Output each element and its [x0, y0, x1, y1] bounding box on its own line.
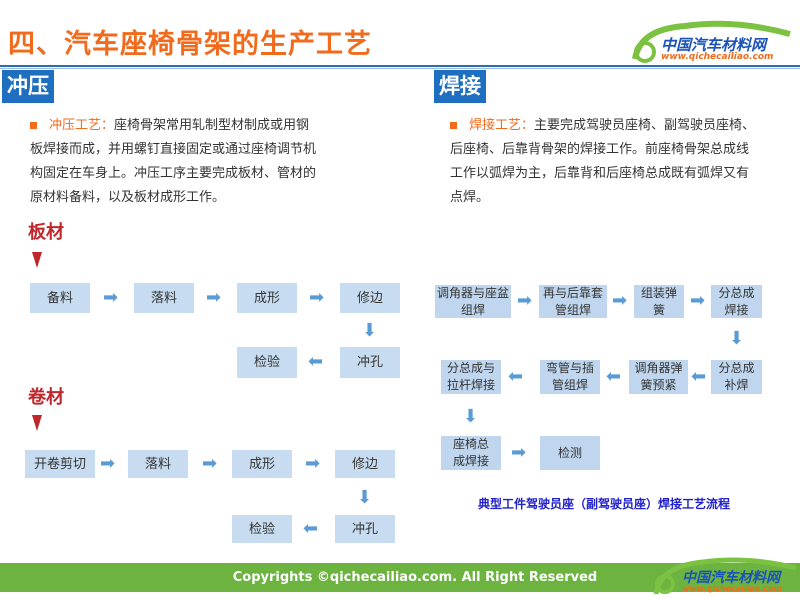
- flow-step: 开卷剪切: [25, 450, 95, 478]
- arrow-down-icon: ⬇: [362, 320, 378, 341]
- divider: [0, 68, 800, 69]
- flow-step: 冲孔: [340, 347, 400, 378]
- car-logo-icon: [632, 20, 791, 63]
- text: 座椅骨架常用轧制型材制成或用钢板焊接而成，并用螺钉直接固定或通过座椅调节机构固定…: [30, 118, 317, 205]
- arrow-down-icon: ⬇: [357, 487, 373, 508]
- flow-step: 检验: [232, 515, 292, 543]
- flow-caption: 典型工件驾驶员座（副驾驶员座）焊接工艺流程: [478, 497, 731, 511]
- coil-label: 卷材: [28, 387, 64, 408]
- flow-step: 调角器与座盆组焊: [435, 285, 511, 318]
- arrow-left-icon: ⬅: [303, 518, 319, 539]
- flow-step: 落料: [134, 283, 194, 313]
- arrow-right-icon: ➡: [511, 442, 527, 463]
- footer-logo: 中国汽车材料网 www.qichecailiao.com: [648, 550, 798, 598]
- flow-step: 备料: [30, 283, 90, 313]
- text: 主要完成驾驶员座椅、副驾驶员座椅、后座椅、后靠背骨架的焊接工作。前座椅骨架总成线…: [450, 118, 756, 205]
- welding-description: 焊接工艺：主要完成驾驶员座椅、副驾驶员座椅、后座椅、后靠背骨架的焊接工作。前座椅…: [450, 114, 760, 210]
- flow-step: 检测: [540, 436, 600, 470]
- flow-step: 落料: [128, 450, 188, 478]
- page-title: 四、汽车座椅骨架的生产工艺: [8, 29, 372, 60]
- arrow-right-icon: ➡: [202, 453, 218, 474]
- flow-step: 调角器弹簧预紧: [629, 360, 688, 394]
- divider: [0, 65, 800, 67]
- car-logo-icon: [653, 557, 797, 595]
- flow-step: 座椅总成焊接: [441, 436, 501, 470]
- arrow-right-icon: ➡: [690, 290, 706, 311]
- flow-step: 检验: [237, 347, 297, 378]
- logo-url: www.qichecailiao.com: [661, 52, 774, 62]
- logo: 中国汽车材料网 www.qichecailiao.com: [625, 14, 795, 64]
- flow-step: 分总成与拉杆焊接: [441, 360, 501, 394]
- arrow-right-icon: ➡: [100, 453, 116, 474]
- keyword: 冲压工艺：: [49, 118, 115, 133]
- logo-url: www.qichecailiao.com: [682, 584, 782, 593]
- flow-step: 成形: [232, 450, 292, 478]
- flow-step: 分总成补焊: [711, 360, 762, 394]
- bullet-icon: [450, 122, 457, 129]
- flow-step: 修边: [335, 450, 395, 478]
- sheet-label: 板材: [28, 222, 64, 243]
- stamping-header: 冲压: [2, 70, 54, 103]
- arrow-down-icon: ⬇: [463, 406, 479, 427]
- logo-name: 中国汽车材料网: [661, 36, 767, 54]
- flow-step: 分总成焊接: [711, 285, 762, 318]
- stamping-description: 冲压工艺：座椅骨架常用轧制型材制成或用钢板焊接而成，并用螺钉直接固定或通过座椅调…: [30, 114, 320, 210]
- flow-step: 成形: [237, 283, 297, 313]
- arrow-right-icon: ➡: [305, 453, 321, 474]
- arrow-left-icon: ⬅: [691, 366, 707, 387]
- welding-header: 焊接: [434, 70, 486, 103]
- arrow-right-icon: ➡: [612, 290, 628, 311]
- arrow-down-icon: [32, 415, 42, 431]
- flow-step: 再与后靠套管组焊: [539, 285, 607, 318]
- arrow-down-icon: [32, 252, 42, 268]
- arrow-left-icon: ⬅: [606, 366, 622, 387]
- arrow-down-icon: ⬇: [729, 328, 745, 349]
- keyword: 焊接工艺：: [469, 118, 535, 133]
- arrow-right-icon: ➡: [103, 287, 119, 308]
- arrow-left-icon: ⬅: [308, 351, 324, 372]
- flow-step: 冲孔: [335, 515, 395, 543]
- arrow-left-icon: ⬅: [508, 366, 524, 387]
- bullet-icon: [30, 122, 37, 129]
- flow-step: 修边: [340, 283, 400, 313]
- arrow-right-icon: ➡: [517, 290, 533, 311]
- arrow-right-icon: ➡: [309, 287, 325, 308]
- logo-name: 中国汽车材料网: [682, 570, 780, 586]
- arrow-right-icon: ➡: [206, 287, 222, 308]
- flow-step: 弯管与插管组焊: [540, 360, 600, 394]
- flow-step: 组装弹簧: [634, 285, 684, 318]
- copyright: Copyrights ©qichecailiao.com. All Right …: [232, 570, 598, 585]
